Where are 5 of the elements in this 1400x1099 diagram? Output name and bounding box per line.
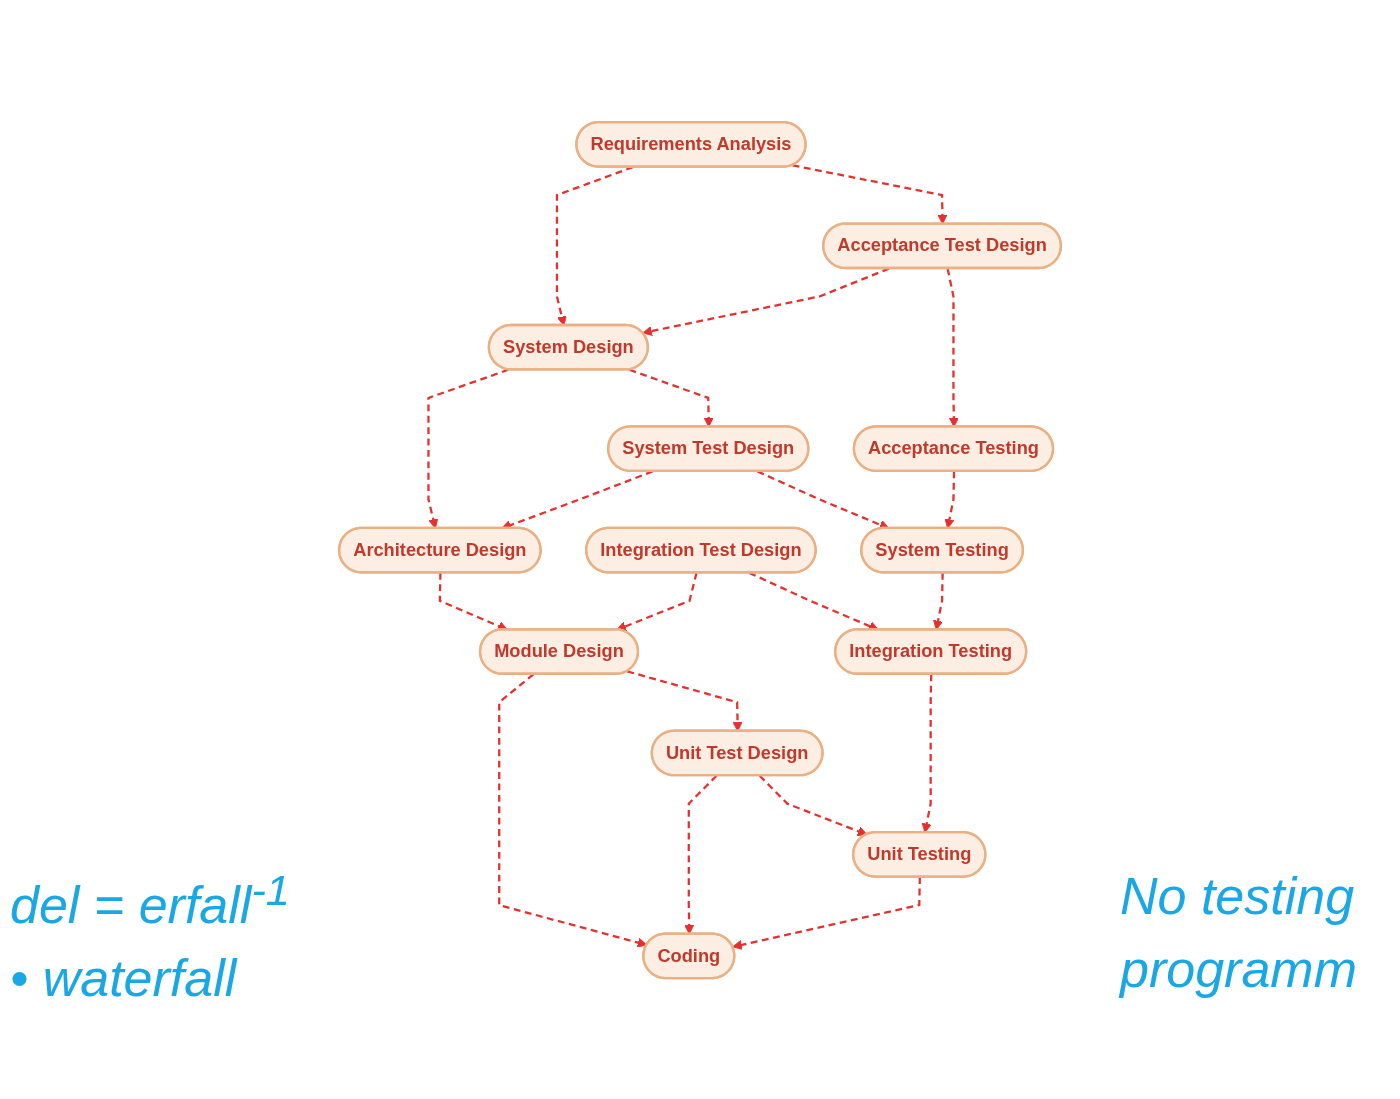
note-text: del = erfall$^{-1}$ • waterfall <box>10 865 291 1010</box>
arrow <box>642 267 890 336</box>
arrow <box>732 877 921 950</box>
arrow <box>616 572 698 632</box>
note-text: No testing programm <box>1120 866 1358 1000</box>
